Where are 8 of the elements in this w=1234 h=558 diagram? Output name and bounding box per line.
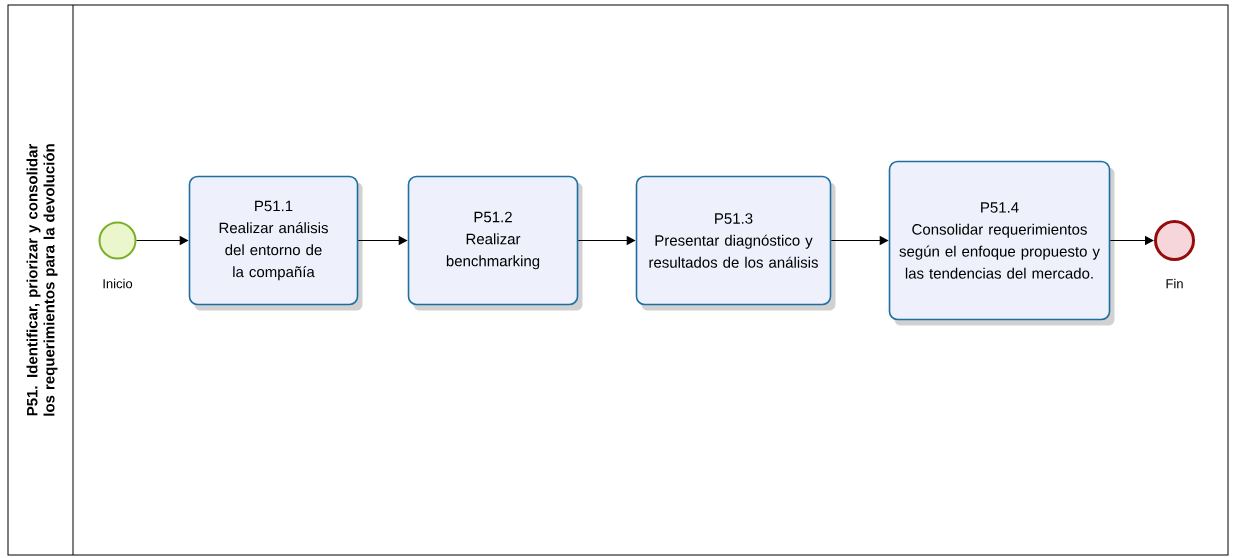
task-box: P51.3 Presentar diagnóstico y resultados de los análisis xyxy=(635,175,832,306)
task-box: P51.1 Realizar análisis del entorno de la compañía xyxy=(188,175,359,306)
task-box: P51.4 Consolidar requerimientos según el enfoque propuesto y las tendencias del mercado. xyxy=(888,160,1111,321)
event-label: Inicio xyxy=(103,278,133,289)
event-label: Fin xyxy=(1166,278,1183,289)
start-event-circle xyxy=(98,221,137,260)
end-event-circle xyxy=(1154,220,1195,261)
task-box: P51.2 Realizar benchmarking xyxy=(407,175,579,306)
